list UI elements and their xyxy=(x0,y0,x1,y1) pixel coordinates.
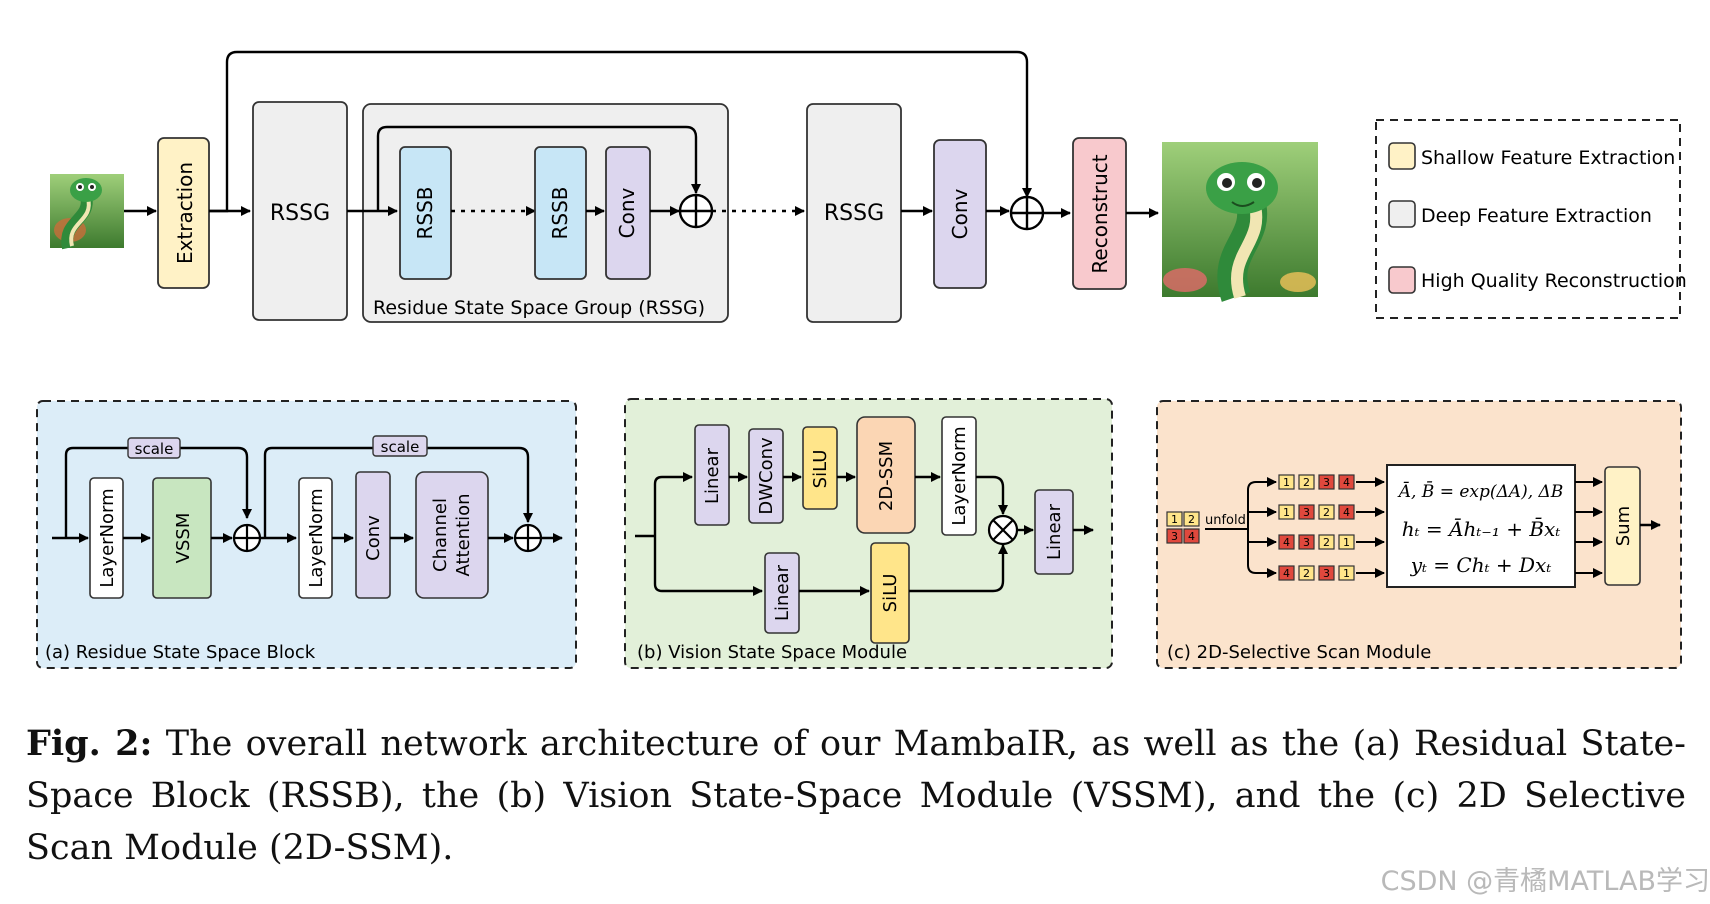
long-skip-connection xyxy=(209,50,1032,213)
silu-block-1 xyxy=(802,426,838,510)
conv-a-label: Conv xyxy=(363,515,384,561)
figure-caption: Fig. 2: The overall network architecture… xyxy=(26,718,1686,874)
svg-text:3: 3 xyxy=(1303,536,1310,549)
linear-1-label: Linear xyxy=(702,447,723,504)
extraction-block xyxy=(157,137,210,289)
rssg-block-2 xyxy=(806,103,902,323)
multiply-node xyxy=(987,514,1019,546)
svg-text:4: 4 xyxy=(1283,536,1290,549)
conv-block xyxy=(933,139,987,289)
svg-text:1: 1 xyxy=(1343,536,1350,549)
input-patch-grid: 1 2 3 4 xyxy=(1166,511,1200,544)
ssm-2d-block xyxy=(856,416,916,534)
input-image xyxy=(50,174,124,250)
rssb-1-label: RSSB xyxy=(413,186,437,239)
svg-text:4: 4 xyxy=(1343,476,1350,489)
output-image xyxy=(1162,142,1318,302)
unfold-label: unfold xyxy=(1205,513,1246,528)
silu-2-label: SiLU xyxy=(880,574,901,613)
channel-attention-block xyxy=(415,471,489,599)
scan-sequence-3: 4 3 2 1 xyxy=(1278,534,1355,550)
svg-text:3: 3 xyxy=(1323,567,1330,580)
channel-label: Channel xyxy=(430,498,451,572)
legend-label-shallow: Shallow Feature Extraction xyxy=(1421,147,1675,169)
layernorm-1-label: LayerNorm xyxy=(97,488,118,587)
svg-text:3: 3 xyxy=(1303,506,1310,519)
sum-node-a1 xyxy=(232,523,262,553)
svg-text:4: 4 xyxy=(1283,567,1290,580)
silu-1-label: SiLU xyxy=(810,450,831,489)
rssg-group-label: Residue State Space Group (RSSG) xyxy=(373,297,705,319)
scan-sequence-2: 1 3 2 4 xyxy=(1278,504,1355,520)
layernorm-b-label: LayerNorm xyxy=(949,426,970,525)
legend-swatch-reconstruction xyxy=(1388,266,1416,294)
scan-sequence-4: 4 2 3 1 xyxy=(1278,565,1355,581)
linear-out-block xyxy=(1034,489,1074,575)
svg-text:2: 2 xyxy=(1303,567,1310,580)
attention-label: Attention xyxy=(453,493,474,576)
panel-a-title: (a) Residue State Space Block xyxy=(45,642,316,663)
sum-label: Sum xyxy=(1613,506,1634,546)
figure-label: Fig. 2: xyxy=(26,723,153,764)
scale-1-label: scale xyxy=(135,440,174,458)
svg-text:2: 2 xyxy=(1323,506,1330,519)
architecture-diagram: Extraction RSSG Residue State Space Grou… xyxy=(36,50,1687,669)
svg-text:2: 2 xyxy=(1188,513,1195,526)
rssb-block-2 xyxy=(534,146,587,280)
watermark: CSDN @青橘MATLAB学习 xyxy=(1380,866,1710,897)
equation-1: Ā, B̄ = exp(ΔA), ΔB xyxy=(1397,480,1564,502)
svg-text:2: 2 xyxy=(1323,536,1330,549)
rssg-2-label: RSSG xyxy=(824,201,884,226)
rssb-2-label: RSSB xyxy=(548,186,572,239)
svg-text:1: 1 xyxy=(1283,476,1290,489)
legend-label-deep: Deep Feature Extraction xyxy=(1421,205,1652,227)
svg-text:1: 1 xyxy=(1171,513,1178,526)
scale-tag-2 xyxy=(372,435,428,457)
ssm-label: 2D-SSM xyxy=(876,441,897,511)
equation-3: yₜ = Chₜ + Dxₜ xyxy=(1410,553,1552,577)
rssg-1-label: RSSG xyxy=(270,201,330,226)
conv-block-group xyxy=(605,146,651,280)
sum-node-group xyxy=(678,193,714,229)
conv-block-a xyxy=(355,471,391,599)
legend-swatch-deep xyxy=(1388,200,1416,228)
scale-tag-1 xyxy=(127,437,181,459)
svg-text:1: 1 xyxy=(1283,506,1290,519)
svg-text:3: 3 xyxy=(1323,476,1330,489)
linear-block-1 xyxy=(694,424,730,526)
sum-node-main xyxy=(1009,195,1045,231)
linear-2-label: Linear xyxy=(772,564,793,621)
dwconv-label: DWConv xyxy=(756,437,777,515)
panel-b-title: (b) Vision State Space Module xyxy=(637,642,907,663)
svg-text:3: 3 xyxy=(1171,530,1178,543)
linear-out-label: Linear xyxy=(1044,503,1065,560)
vssm-upper-branch xyxy=(653,472,693,536)
equation-2: hₜ = Āhₜ₋₁ + B̄xₜ xyxy=(1402,516,1561,541)
extraction-label: Extraction xyxy=(173,162,197,264)
conv-label: Conv xyxy=(948,188,972,239)
svg-text:4: 4 xyxy=(1188,530,1195,543)
legend-swatch-shallow xyxy=(1388,142,1416,170)
layernorm-2-label: LayerNorm xyxy=(306,488,327,587)
svg-text:1: 1 xyxy=(1343,567,1350,580)
svg-text:2: 2 xyxy=(1303,476,1310,489)
scan-sequence-1: 1 2 3 4 xyxy=(1278,474,1355,490)
conv-group-label: Conv xyxy=(615,187,639,238)
ssm-equations-box xyxy=(1386,464,1576,588)
svg-text:4: 4 xyxy=(1343,506,1350,519)
panel-c-title: (c) 2D-Selective Scan Module xyxy=(1167,642,1431,663)
reconstruct-label: Reconstruct xyxy=(1088,154,1112,273)
vssm-lower-branch xyxy=(653,536,763,596)
caption-text: The overall network architecture of our … xyxy=(26,724,1686,868)
rssb-block-1 xyxy=(399,146,452,280)
sum-node-a2 xyxy=(513,523,543,553)
silu-block-2 xyxy=(870,542,910,644)
group-skip-connection xyxy=(376,125,701,211)
vssm-label: VSSM xyxy=(173,513,194,564)
linear-block-2 xyxy=(764,552,800,634)
legend-label-reconstruction: High Quality Reconstruction xyxy=(1421,270,1687,292)
scale-2-label: scale xyxy=(381,438,420,456)
